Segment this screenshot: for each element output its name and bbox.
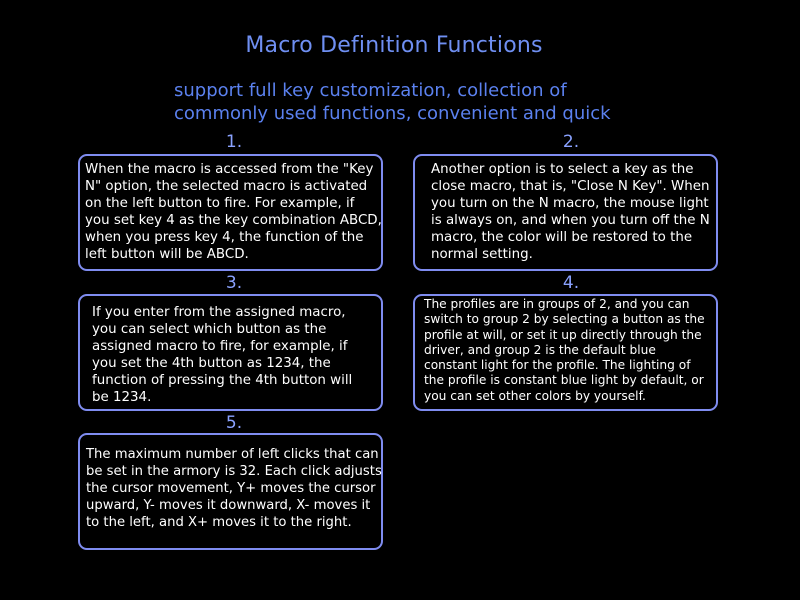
page-title: Macro Definition Functions [245, 33, 543, 58]
section-text-4: The profiles are in groups of 2, and you… [424, 297, 705, 403]
section-text-3: If you enter from the assigned macro, yo… [92, 305, 353, 405]
section-number-2: 2. [562, 132, 580, 152]
section-box-5 [78, 433, 383, 550]
section-number-3: 3. [225, 273, 243, 293]
section-text-1: When the macro is accessed from the "Key… [85, 162, 382, 262]
section-number-1: 1. [225, 132, 243, 152]
section-number-4: 4. [562, 273, 580, 293]
section-box-1 [78, 154, 383, 271]
page-subtitle: support full key customization, collecti… [174, 80, 611, 124]
section-box-4 [413, 294, 718, 411]
section-box-2 [413, 154, 718, 271]
section-text-2: Another option is to select a key as the… [431, 162, 710, 262]
section-text-5: The maximum number of left clicks that c… [86, 447, 382, 530]
section-box-3 [78, 294, 383, 411]
section-number-5: 5. [225, 413, 243, 433]
